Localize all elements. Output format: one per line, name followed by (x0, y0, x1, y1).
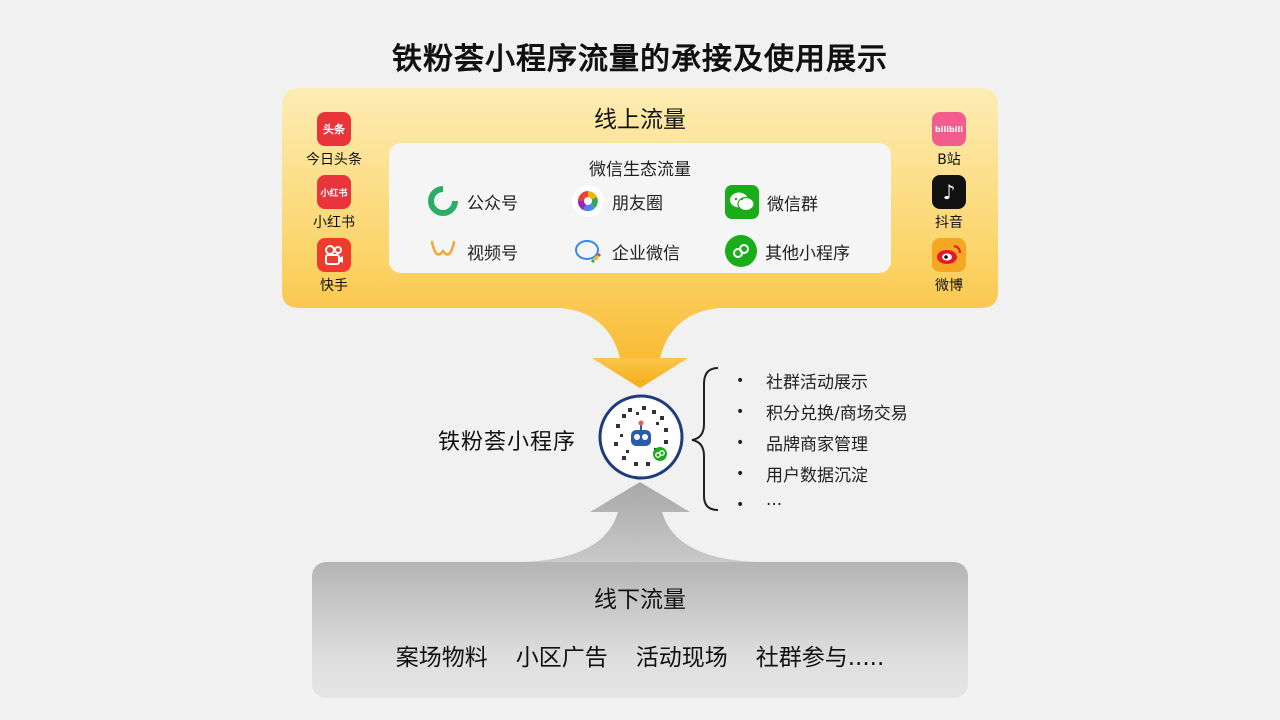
wechat-item-label: 公众号 (467, 193, 518, 214)
wechat-item-group: 微信群 (725, 185, 818, 219)
wechat-item-label: 视频号 (467, 243, 518, 264)
wechat-item-label: 朋友圈 (612, 193, 663, 214)
app-label: 快手 (320, 278, 348, 294)
xiaohongshu-icon: 小红书 (317, 175, 351, 209)
feature-brace (691, 367, 719, 511)
toutiao-icon: 头条 (317, 112, 351, 146)
app-label: 微博 (935, 278, 963, 294)
wechat-ecosystem-panel: 微信生态流量 公众号 朋友圈 微信群 视频号 (389, 143, 891, 273)
app-bilibili: bilibili B站 (919, 112, 979, 169)
feature-item: •用户数据沉淀 (736, 458, 908, 489)
wechat-ecosystem-title: 微信生态流量 (589, 160, 691, 180)
weibo-icon (932, 238, 966, 272)
app-label: 今日头条 (306, 152, 362, 168)
app-label: B站 (937, 152, 961, 168)
offline-traffic-title: 线下流量 (594, 587, 686, 613)
feature-label: ··· (766, 494, 783, 515)
wechat-group-icon (725, 185, 759, 219)
wechat-item-label: 微信群 (767, 194, 818, 215)
offline-item: 活动现场 (635, 645, 728, 671)
mini-program-qr-code (598, 394, 684, 480)
wechat-item-mini-program: 其他小程序 (725, 235, 850, 267)
wechat-item-label: 其他小程序 (765, 243, 850, 264)
online-traffic-title: 线上流量 (594, 107, 686, 133)
feature-item: •社群活动展示 (736, 365, 908, 396)
offline-traffic-panel: 线下流量 案场物料 小区广告 活动现场 社群参与..... (312, 562, 968, 698)
app-weibo: 微博 (919, 238, 979, 295)
app-douyin: ♪ 抖音 (919, 175, 979, 232)
mini-program-label: 铁粉荟小程序 (438, 430, 577, 455)
feature-item: •··· (736, 494, 783, 515)
feature-label: 积分兑换/商场交易 (766, 404, 908, 424)
wechat-item-official-account: 公众号 (427, 185, 518, 217)
wechat-item-label: 企业微信 (612, 243, 680, 264)
app-toutiao: 头条 今日头条 (304, 112, 364, 169)
app-label: 小红书 (313, 215, 355, 231)
feature-item: •品牌商家管理 (736, 427, 908, 458)
offline-item: 小区广告 (515, 645, 608, 671)
online-arrow-head (592, 358, 688, 388)
feature-label: 品牌商家管理 (766, 435, 868, 455)
channels-icon (427, 235, 459, 267)
moments-icon (572, 185, 604, 217)
offline-item: 社群参与..... (755, 645, 885, 671)
app-kuaishou: 快手 (304, 238, 364, 295)
wechat-item-channels: 视频号 (427, 235, 518, 267)
page-title: 铁粉荟小程序流量的承接及使用展示 (392, 42, 888, 77)
offline-item: 案场物料 (395, 645, 488, 671)
bilibili-icon: bilibili (932, 112, 966, 146)
offline-arrow (520, 482, 760, 562)
official-account-icon (427, 185, 459, 217)
feature-item: •积分兑换/商场交易 (736, 396, 908, 427)
offline-traffic-items: 案场物料 小区广告 活动现场 社群参与..... (312, 638, 968, 672)
feature-label: 社群活动展示 (766, 373, 868, 393)
mini-program-features: •社群活动展示 •积分兑换/商场交易 •品牌商家管理 •用户数据沉淀 •··· (736, 365, 908, 520)
wechat-item-moments: 朋友圈 (572, 185, 663, 217)
app-label: 抖音 (935, 215, 963, 231)
wechat-item-wecom: 企业微信 (572, 235, 680, 267)
douyin-icon: ♪ (932, 175, 966, 209)
mini-program-icon (725, 235, 757, 267)
wecom-icon (572, 235, 604, 267)
app-xiaohongshu: 小红书 小红书 (304, 175, 364, 232)
kuaishou-icon (317, 238, 351, 272)
feature-label: 用户数据沉淀 (766, 466, 868, 486)
